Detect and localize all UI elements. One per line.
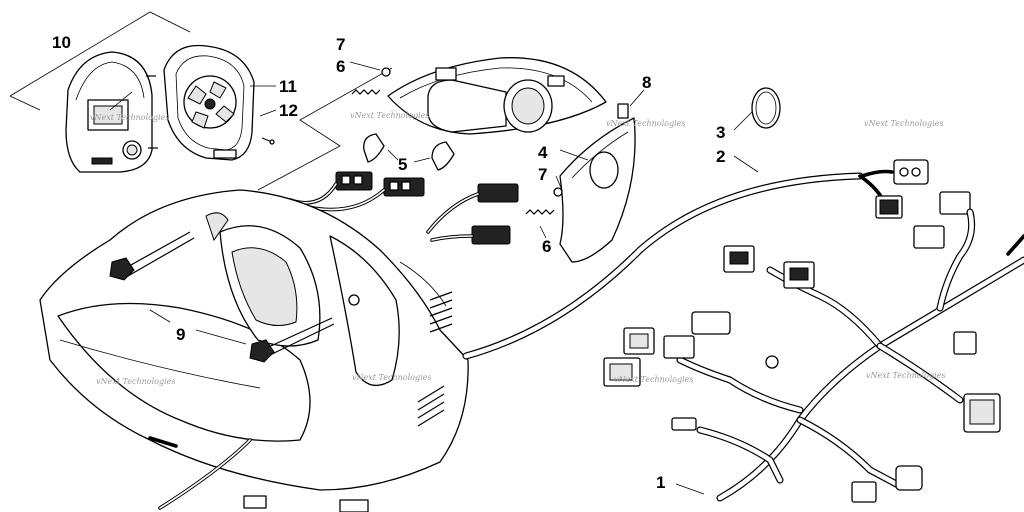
callout-7a: 7 <box>336 35 345 54</box>
watermark-2: vNext Technologies <box>606 119 685 128</box>
callout-3: 3 <box>716 123 725 142</box>
gauge-bezel-icon <box>163 44 255 161</box>
leader-9a <box>149 309 171 323</box>
callout-10-bracket-2 <box>9 95 41 111</box>
callout-9: 9 <box>176 325 185 344</box>
leader-9b <box>195 329 247 345</box>
leader-6b <box>539 225 547 239</box>
bolt-icon <box>109 231 360 363</box>
leader-3 <box>733 111 753 131</box>
callout-7b: 7 <box>538 165 547 184</box>
vent-icon <box>417 291 453 427</box>
leader-8 <box>629 89 645 107</box>
callout-2: 2 <box>716 147 725 166</box>
logo-icon <box>205 212 229 242</box>
callout-10: 10 <box>52 33 71 52</box>
gauge-assembly: 10 11 12 vNext Technologies <box>9 11 298 173</box>
connector-icon-3 <box>603 245 1001 503</box>
reflector-icon <box>559 103 636 263</box>
assembly-bracket <box>257 67 393 191</box>
callout-10-bracket <box>9 11 191 97</box>
watermark-7: vNext Technologies <box>614 375 693 384</box>
spring-icon <box>349 61 391 95</box>
callout-8: 8 <box>642 73 651 92</box>
connector-icon-2 <box>858 159 971 249</box>
headlight-icon <box>387 57 607 135</box>
spring-icon-lower <box>525 187 563 215</box>
watermark: vNext Technologies <box>90 113 169 122</box>
watermark-8: vNext Technologies <box>866 371 945 380</box>
callout-11: 11 <box>279 77 297 96</box>
callout-6a: 6 <box>336 57 345 76</box>
callout-6b: 6 <box>542 237 551 256</box>
watermark-4: vNext Technologies <box>352 373 431 382</box>
hood-icon <box>39 189 469 491</box>
leader-1 <box>675 483 705 495</box>
watermark-5: vNext Technologies <box>350 111 429 120</box>
wiring-harness-icon <box>462 172 864 360</box>
watermark-3: vNext Technologies <box>96 377 175 386</box>
callout-4: 4 <box>538 143 548 162</box>
leader-4 <box>559 149 589 161</box>
callout-5: 5 <box>398 155 407 174</box>
speedometer-icon <box>65 51 158 173</box>
watermark-6: vNext Technologies <box>864 119 943 128</box>
main-harness-icon <box>676 208 1024 502</box>
screw-icon <box>261 137 275 145</box>
bulb-socket-icon <box>363 133 455 171</box>
leader-2 <box>733 155 759 173</box>
leader-12 <box>259 109 277 117</box>
connector-small <box>243 495 267 509</box>
callout-12: 12 <box>279 101 298 120</box>
callout-1: 1 <box>656 473 665 492</box>
leader-7b <box>555 175 563 191</box>
connector-bottom <box>339 499 369 512</box>
